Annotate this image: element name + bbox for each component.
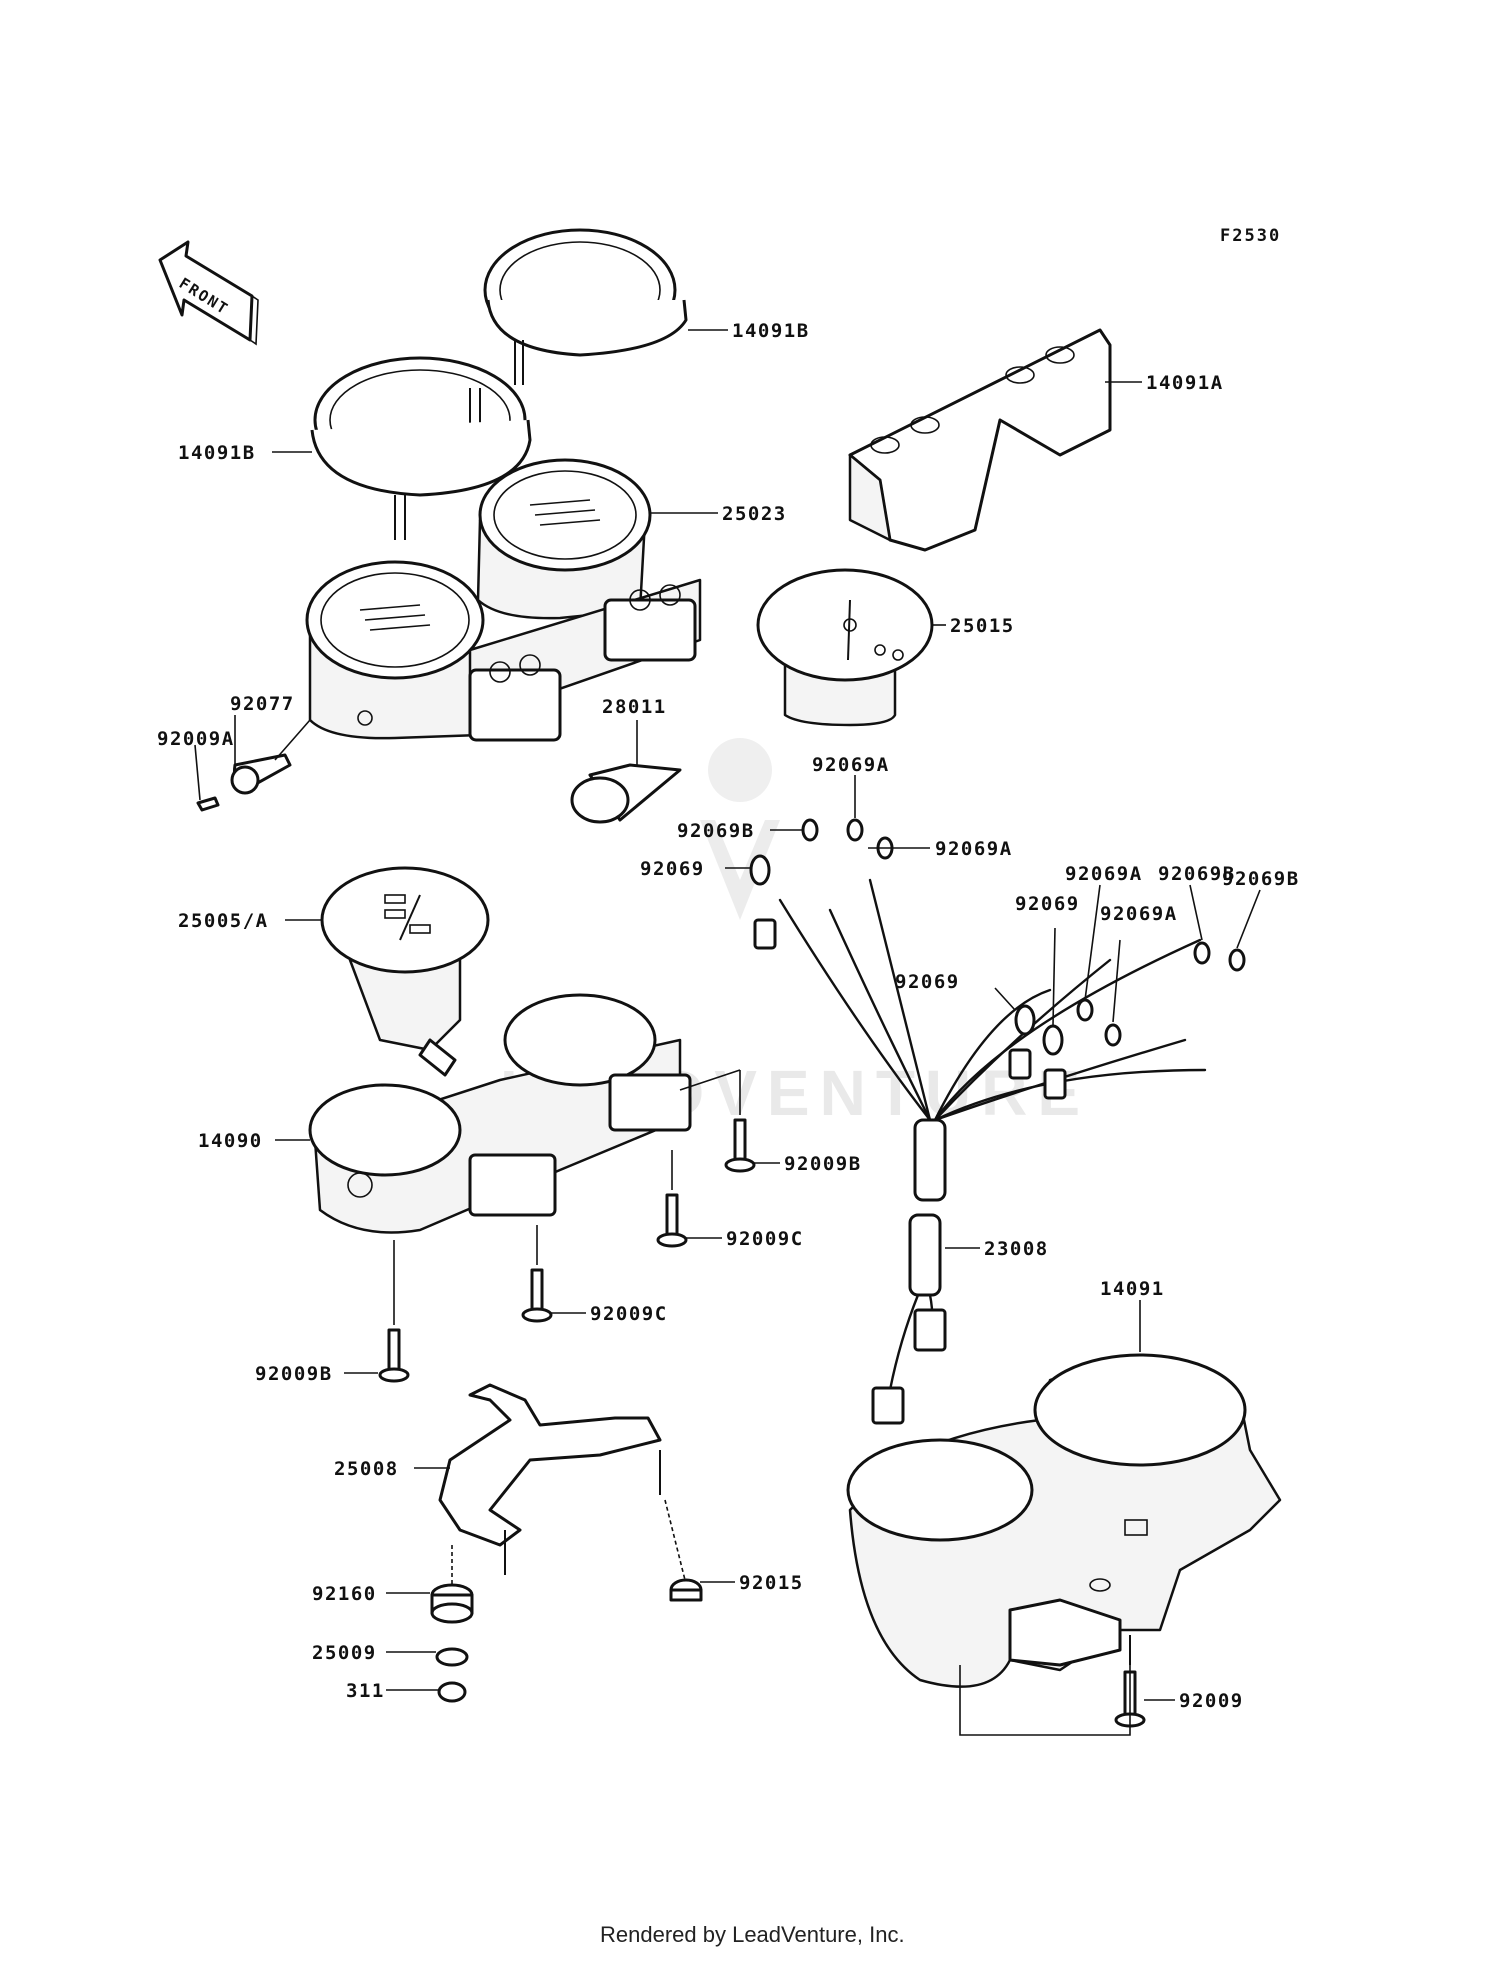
callout-14091A: 14091A: [1146, 372, 1224, 394]
callout-92069-left: 92069: [640, 858, 705, 880]
nut-92015: [669, 1578, 703, 1602]
callout-92009A: 92009A: [157, 728, 235, 750]
callout-14091B-top: 14091B: [732, 320, 810, 342]
callout-92069A-mid: 92069A: [935, 838, 1013, 860]
figure-code: F2530: [1220, 226, 1281, 246]
footer-credit: Rendered by LeadVenture, Inc.: [600, 1922, 905, 1947]
grommet-92160: [430, 1583, 474, 1624]
bulb-92069A-right2: [1104, 1023, 1122, 1047]
sensor-28011: [570, 763, 682, 824]
screw-92009C-lower: [521, 1268, 553, 1323]
callout-92160: 92160: [312, 1583, 377, 1605]
washer-25009: [435, 1647, 469, 1667]
bracket-25008: [438, 1383, 662, 1575]
callout-14090: 14090: [198, 1130, 263, 1152]
callout-92069B-right2: 92069B: [1222, 868, 1300, 890]
callout-14091B-mid: 14091B: [178, 442, 256, 464]
lower-cover-14091: [846, 1353, 1282, 1688]
callout-92069-right: 92069: [1015, 893, 1080, 915]
callout-14091: 14091: [1100, 1278, 1165, 1300]
front-arrow-icon: FRONT: [158, 240, 259, 346]
callout-311: 311: [346, 1680, 385, 1702]
bulb-92069-left: [749, 854, 771, 886]
callout-92009B-right: 92009B: [784, 1153, 862, 1175]
meter-ring-top: [483, 228, 688, 385]
bulb-92069B-left: [801, 818, 819, 842]
callout-92069A-right2: 92069A: [1100, 903, 1178, 925]
screw-92009B-right: [724, 1118, 756, 1173]
callout-25023: 25023: [722, 503, 787, 525]
meter-case: [305, 458, 702, 742]
bulb-92069A-right1: [1076, 998, 1094, 1022]
callout-25005A: 25005/A: [178, 910, 269, 932]
callout-92009B-left: 92009B: [255, 1363, 333, 1385]
screw-92009A: [196, 796, 220, 812]
callout-28011: 28011: [602, 696, 667, 718]
nut-311: [437, 1681, 467, 1703]
wiring-harness-23008: [753, 878, 1207, 1425]
callout-92069A-top: 92069A: [812, 754, 890, 776]
gear-92077: [230, 753, 292, 795]
meter-cover-14091A: [848, 328, 1112, 552]
callout-25015: 25015: [950, 615, 1015, 637]
bulb-92069-right: [1042, 1024, 1064, 1056]
callout-92069B-right1: 92069B: [1158, 863, 1236, 885]
callout-92009C-lower: 92009C: [590, 1303, 668, 1325]
callout-92009: 92009: [1179, 1690, 1244, 1712]
callout-92069-mid: 92069: [895, 971, 960, 993]
meter-case-14090: [308, 993, 692, 1234]
bulb-92069B-right2: [1228, 948, 1246, 972]
gauge-25005A: [320, 866, 490, 1077]
screw-92009B-left: [378, 1328, 410, 1383]
screw-92009C-upper: [656, 1193, 688, 1248]
callout-92077: 92077: [230, 693, 295, 715]
callout-92009C-upper: 92009C: [726, 1228, 804, 1250]
bulb-92069B-right1: [1193, 941, 1211, 965]
callout-92069A-right1: 92069A: [1065, 863, 1143, 885]
callout-92015: 92015: [739, 1572, 804, 1594]
callout-25009: 25009: [312, 1642, 377, 1664]
bulb-92069-mid: [1014, 1004, 1036, 1036]
gauge-25015: [756, 568, 934, 727]
meter-ring-mid: [310, 356, 532, 540]
bulb-92069A-top: [846, 818, 864, 842]
callout-23008: 23008: [984, 1238, 1049, 1260]
callout-25008: 25008: [334, 1458, 399, 1480]
callout-92069B-left: 92069B: [677, 820, 755, 842]
